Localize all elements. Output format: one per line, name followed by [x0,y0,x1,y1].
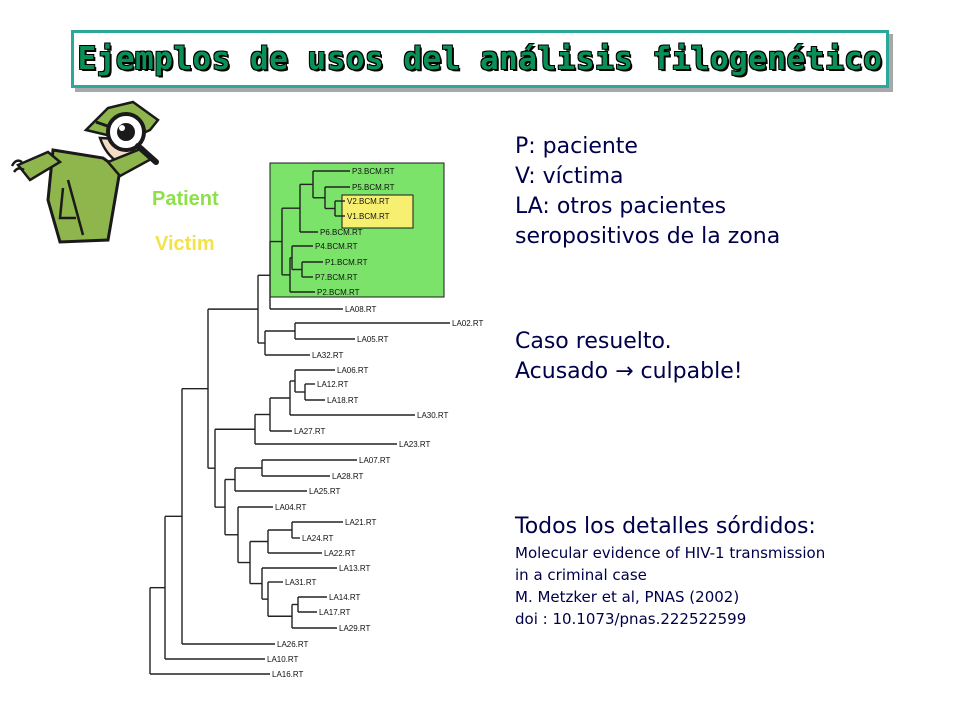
leaf-label: LA06.RT [337,366,369,375]
leaf-label: LA18.RT [327,396,359,405]
legend-patient: Patient [152,188,219,210]
details-heading: Todos los detalles sórdidos: [515,514,816,539]
detective-icon [10,100,160,244]
leaf-label: P3.BCM.RT [352,167,395,176]
info-line: seropositivos de la zona [515,224,781,249]
info-line: P: paciente [515,134,638,159]
reference-block: Todos los detalles sórdidos: Molecular e… [515,512,825,630]
reference-line: Molecular evidence of HIV-1 transmission [515,544,826,562]
leaf-label: LA13.RT [339,564,371,573]
leaf-label: LA25.RT [309,487,341,496]
verdict-line: Acusado → culpable! [515,357,743,387]
leaf-label: P5.BCM.RT [352,183,395,192]
info-line: V: víctima [515,164,624,189]
leaf-label: LA30.RT [417,411,449,420]
title-box: Ejemplos de usos del análisis filogenéti… [71,30,889,88]
leaf-label: LA12.RT [317,380,349,389]
leaf-label: LA21.RT [345,518,377,527]
verdict-block: Caso resuelto. Acusado → culpable! [515,327,743,387]
leaf-label: LA31.RT [285,578,317,587]
leaf-label: LA02.RT [452,319,484,328]
leaf-label: LA14.RT [329,593,361,602]
leaf-label: V2.BCM.RT [347,197,390,206]
reference-line: in a criminal case [515,566,647,584]
leaf-label: LA32.RT [312,351,344,360]
patient-cluster-box [269,162,445,298]
leaf-label: LA26.RT [277,640,309,649]
leaf-label: P1.BCM.RT [325,258,368,267]
slide-title: Ejemplos de usos del análisis filogenéti… [77,41,883,77]
leaf-label: P4.BCM.RT [315,242,358,251]
phylogenetic-tree: P3.BCM.RT P5.BCM.RT V2.BCM.RT V1.BCM.RT P6.B… [149,162,484,679]
leaf-label: LA05.RT [357,335,389,344]
accused-text: Acusado [515,359,609,384]
leaf-label: V1.BCM.RT [347,212,390,221]
leaf-label: LA16.RT [272,670,304,679]
leaf-label: LA08.RT [345,305,377,314]
legend-victim: Victim [155,233,215,255]
legend-block: P: paciente V: víctima LA: otros pacient… [515,132,780,252]
leaf-label: P7.BCM.RT [315,273,358,282]
leaf-label: LA28.RT [332,472,364,481]
info-line: LA: otros pacientes [515,194,727,219]
leaf-label: LA17.RT [319,608,351,617]
reference-line: M. Metzker et al, PNAS (2002) [515,588,740,606]
arrow-icon: → [615,359,634,384]
leaf-label: LA10.RT [267,655,299,664]
leaf-label: LA07.RT [359,456,391,465]
case-resolved: Caso resuelto. [515,329,672,354]
leaf-label: P2.BCM.RT [317,288,360,297]
victim-cluster-box [341,194,414,229]
leaf-label: LA27.RT [294,427,326,436]
reference-line: doi : 10.1073/pnas.222522599 [515,610,747,628]
leaf-label: LA29.RT [339,624,371,633]
leaf-label: P6.BCM.RT [320,228,363,237]
leaf-label: LA24.RT [302,534,334,543]
leaf-label: LA22.RT [324,549,356,558]
leaf-label: LA04.RT [275,503,307,512]
guilty-text: culpable! [640,359,743,384]
leaf-label: LA23.RT [399,440,431,449]
